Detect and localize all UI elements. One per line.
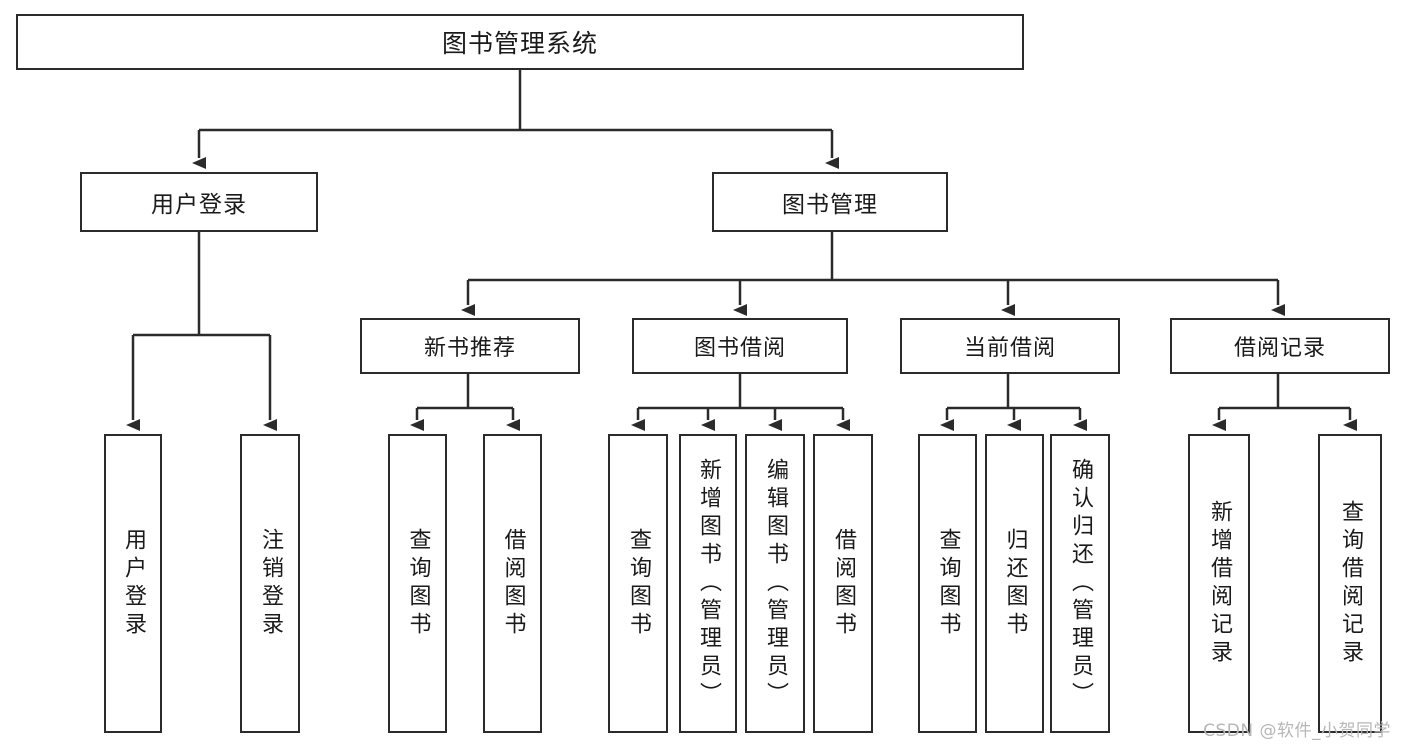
node-new-book-rec[interactable]: 新书推荐 [360,318,580,374]
node-current-borrow-label: 当前借阅 [963,336,1056,361]
node-leaf-borrow-book-1[interactable]: 借阅图书 [483,434,542,733]
node-book-manage[interactable]: 图书管理 [712,172,948,232]
node-leaf-user-logout[interactable]: 注销登录 [240,434,300,733]
node-user-login[interactable]: 用户登录 [80,172,318,232]
node-root[interactable]: 图书管理系统 [16,14,1024,70]
node-leaf-return-book-label: 归还图书 [1002,527,1028,640]
node-leaf-add-record[interactable]: 新增借阅记录 [1188,434,1250,733]
node-leaf-query-book-3[interactable]: 查询图书 [918,434,977,733]
node-root-label: 图书管理系统 [441,29,598,58]
node-new-book-rec-label: 新书推荐 [423,336,516,361]
node-leaf-confirm-return-label: 确认归还（管理员） [1068,457,1093,710]
node-leaf-edit-book-label: 编辑图书（管理员） [763,457,788,710]
node-leaf-borrow-book-2-label: 借阅图书 [831,527,856,640]
node-leaf-confirm-return[interactable]: 确认归还（管理员） [1050,434,1110,733]
node-leaf-add-book[interactable]: 新增图书（管理员） [679,434,737,733]
node-borrow-record[interactable]: 借阅记录 [1170,318,1390,374]
node-book-manage-label: 图书管理 [782,192,878,218]
node-leaf-query-record[interactable]: 查询借阅记录 [1318,434,1382,733]
node-leaf-query-book-1[interactable]: 查询图书 [388,434,447,733]
node-book-borrow[interactable]: 图书借阅 [632,318,848,374]
node-user-login-label: 用户登录 [151,192,247,218]
node-leaf-borrow-book-1-label: 借阅图书 [500,527,526,640]
node-book-borrow-label: 图书借阅 [693,336,786,361]
node-leaf-query-book-1-label: 查询图书 [405,527,431,640]
node-leaf-query-book-2-label: 查询图书 [626,527,651,640]
node-leaf-query-book-2[interactable]: 查询图书 [608,434,668,733]
node-leaf-edit-book[interactable]: 编辑图书（管理员） [745,434,805,733]
node-leaf-user-login-label: 用户登录 [121,527,146,640]
node-leaf-borrow-book-2[interactable]: 借阅图书 [813,434,873,733]
node-borrow-record-label: 借阅记录 [1233,336,1326,361]
node-current-borrow[interactable]: 当前借阅 [900,318,1120,374]
csdn-watermark: CSDN @软件_小贺同学 [1203,721,1391,741]
node-leaf-query-book-3-label: 查询图书 [935,527,961,640]
node-leaf-user-logout-label: 注销登录 [258,527,283,640]
node-leaf-query-record-label: 查询借阅记录 [1338,499,1363,668]
node-leaf-add-record-label: 新增借阅记录 [1207,499,1232,668]
node-leaf-user-login[interactable]: 用户登录 [104,434,162,733]
node-leaf-return-book[interactable]: 归还图书 [985,434,1044,733]
node-leaf-add-book-label: 新增图书（管理员） [696,457,721,710]
